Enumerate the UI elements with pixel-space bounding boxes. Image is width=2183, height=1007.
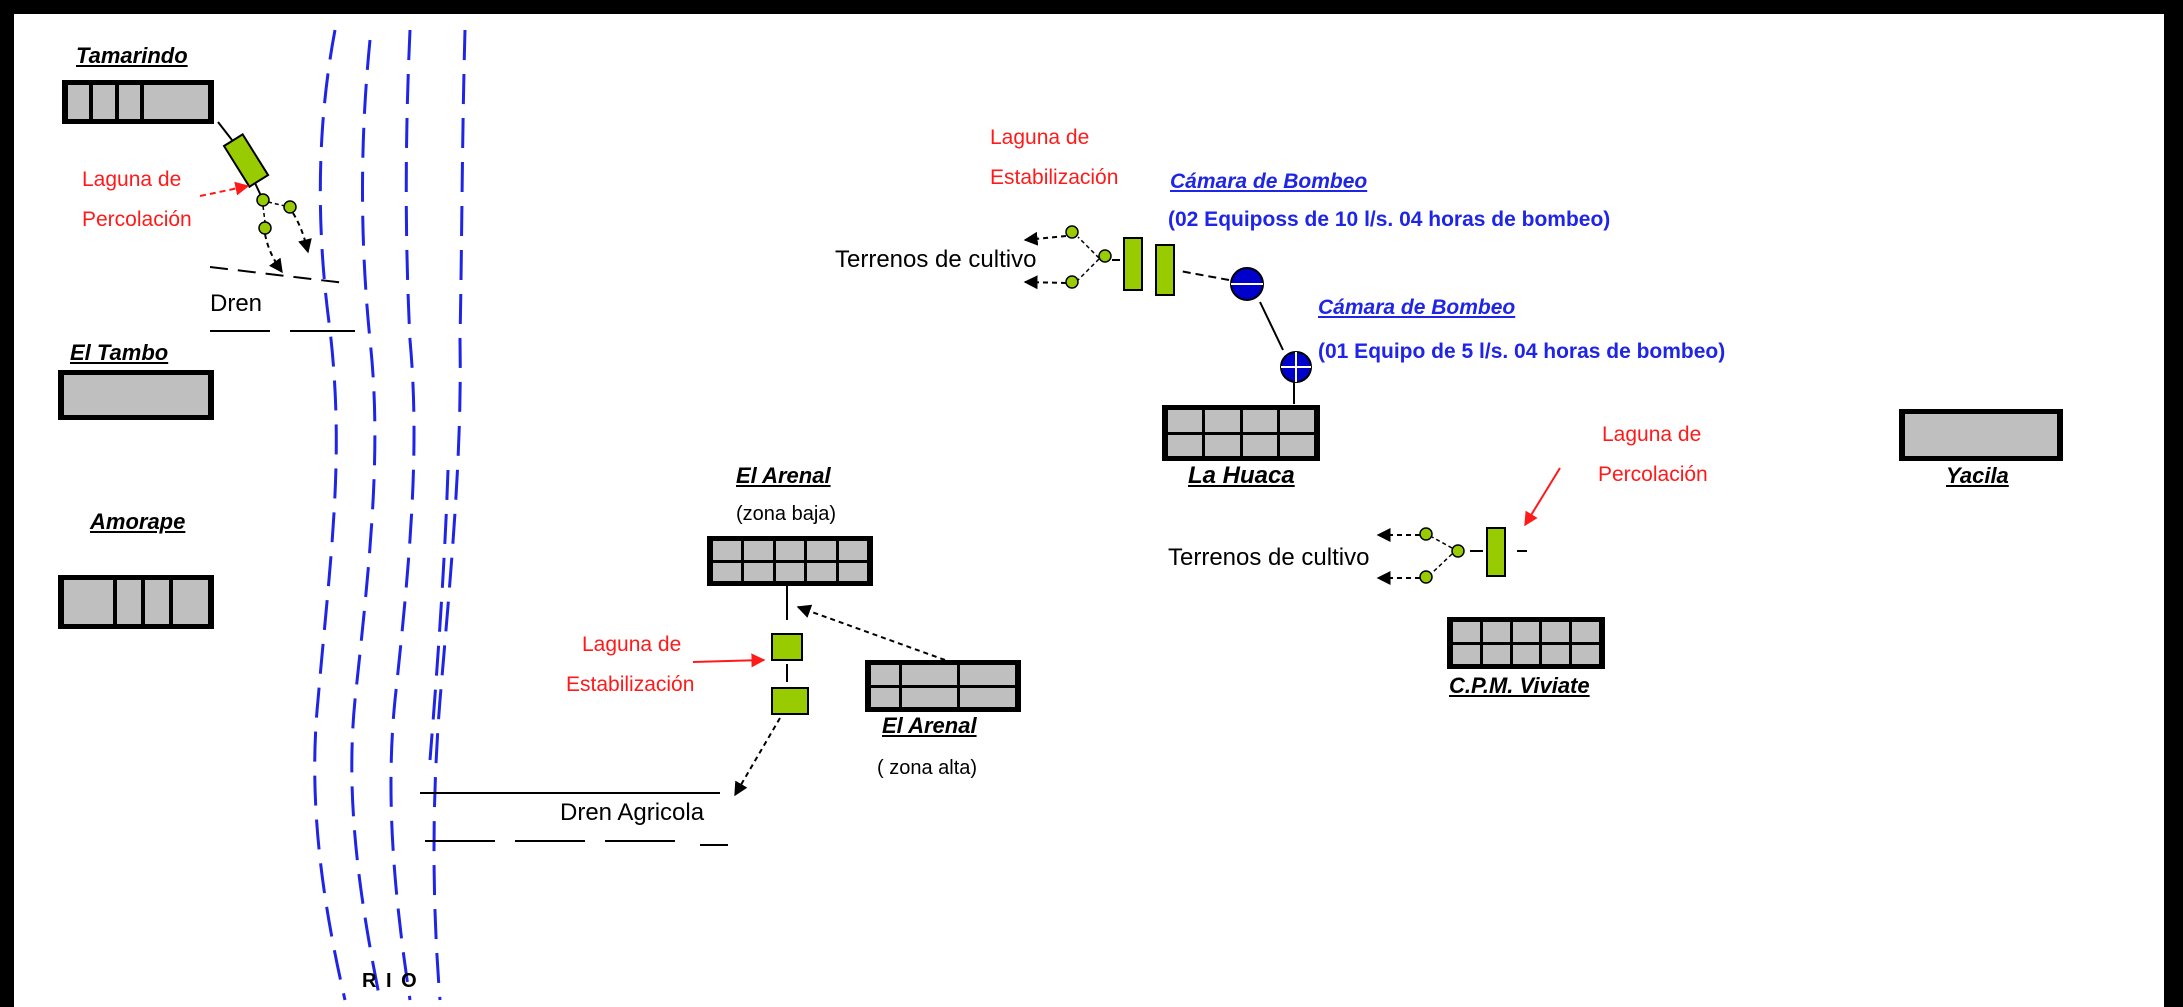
terrenos-cultivo-label-2: Terrenos de cultivo: [1168, 544, 1370, 571]
el-arenal-chain: [692, 585, 946, 797]
yacila-label: Yacila: [1946, 463, 2009, 488]
tamarindo-block: [62, 80, 214, 124]
el-tambo-label: El Tambo: [70, 340, 169, 365]
viviate-block: [1447, 617, 1605, 669]
la-huaca-label: La Huaca: [1188, 462, 1295, 489]
yacila-block: [1899, 409, 2063, 461]
laguna-estabilizacion-label-2: Laguna de Estabilización: [566, 633, 695, 696]
dren-agricola-label: Dren Agricola: [560, 799, 705, 826]
la-huaca-block: [1162, 405, 1320, 461]
amorape-label: Amorape: [90, 509, 186, 534]
dren-lines: [209, 266, 355, 332]
el-arenal-alta-label: El Arenal: [882, 713, 977, 738]
laguna-percolacion-label-1: Laguna de Percolación: [82, 168, 192, 231]
camara-bombeo-title-1: Cámara de Bombeo: [1170, 170, 1368, 193]
laguna-percolacion-label-2: Laguna de Percolación: [1598, 423, 1708, 486]
rio-label: R I O: [362, 970, 419, 992]
el-arenal-alta-block: [865, 660, 1021, 712]
el-arenal-baja-label: El Arenal: [736, 463, 831, 488]
diagram-frame: [14, 14, 2164, 1007]
zona-alta-label: ( zona alta): [877, 757, 978, 779]
el-arenal-baja-block: [707, 536, 873, 586]
camara-bombeo-title-2: Cámara de Bombeo: [1318, 296, 1516, 319]
tamarindo-label: Tamarindo: [76, 43, 188, 68]
tamarindo-chain: [199, 121, 312, 274]
cpm-viviate-label: C.P.M. Viviate: [1449, 673, 1590, 698]
camara-bombeo-detail-1: (02 Equiposs de 10 l/s. 04 horas de bomb…: [1168, 208, 1611, 231]
amorape-block: [58, 575, 214, 629]
dren-label: Dren: [210, 290, 263, 317]
zona-baja-label: (zona baja): [736, 503, 837, 525]
viviate-chain: [1376, 467, 1561, 585]
camara-bombeo-detail-2: (01 Equipo de 5 l/s. 04 horas de bombeo): [1318, 340, 1726, 363]
terrenos-cultivo-label-1: Terrenos de cultivo: [835, 246, 1037, 273]
la-huaca-chain: [1023, 225, 1312, 404]
laguna-estabilizacion-label-1: Laguna de Estabilización: [990, 126, 1119, 189]
river-lines: [313, 29, 467, 1001]
dren-agricola-lines: [420, 792, 728, 846]
el-tambo-block: [58, 370, 214, 420]
